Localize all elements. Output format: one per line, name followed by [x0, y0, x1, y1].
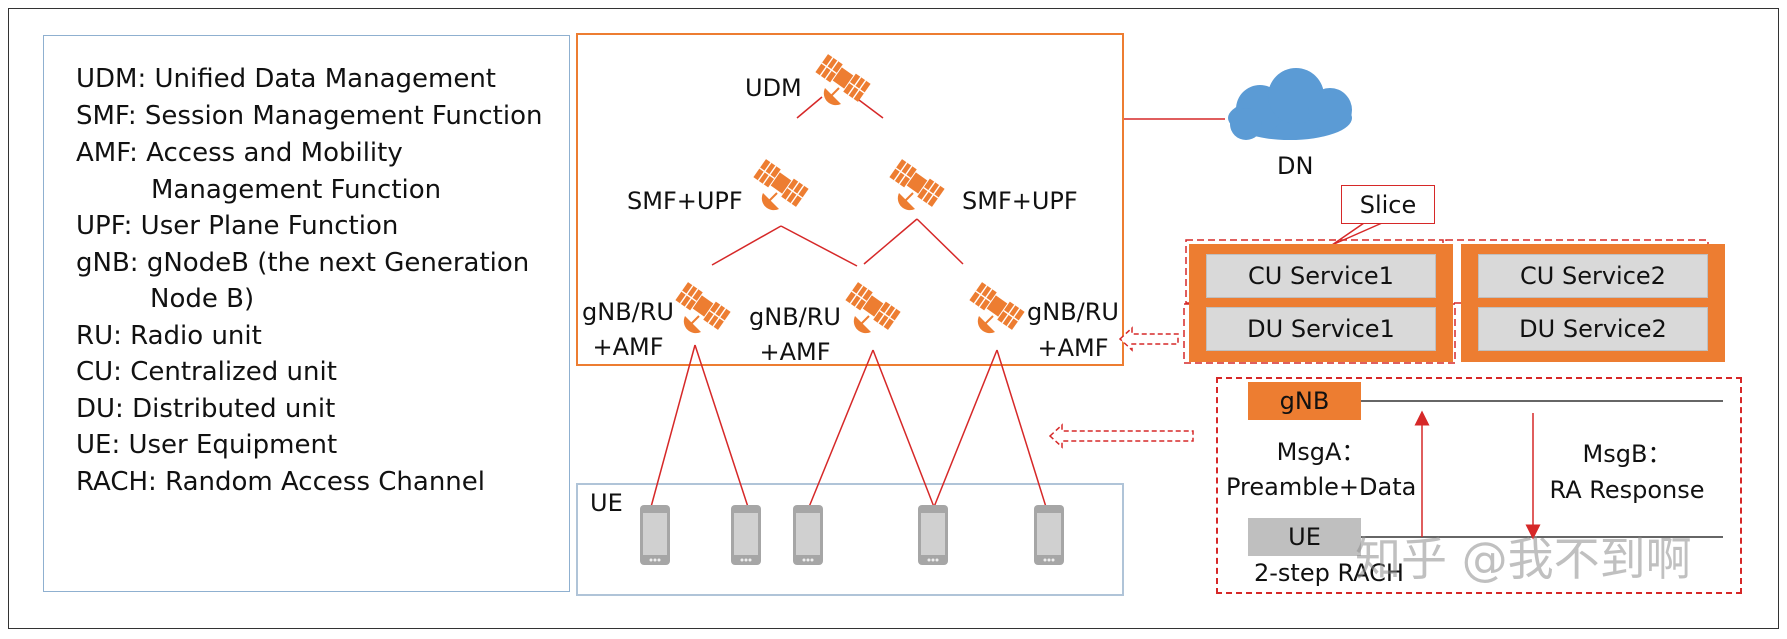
legend-item-rach: RACH: Random Access Channel — [76, 467, 485, 497]
legend-item-gnb: gNB: gNodeB (the next Generation — [76, 248, 530, 278]
du-service-1: DU Service1 — [1206, 307, 1436, 351]
legend-item-gnb-cont: Node B) — [150, 284, 255, 314]
node-label-udm: UDM — [745, 74, 802, 102]
cu-service-1: CU Service1 — [1206, 254, 1436, 298]
ue-box-label: UE — [590, 489, 623, 517]
legend-item-amf: AMF: Access and Mobility — [76, 138, 403, 168]
watermark: 知乎 @我不到啊 — [1355, 532, 1692, 586]
legend-item-ue: UE: User Equipment — [76, 430, 338, 460]
legend-item-ru: RU: Radio unit — [76, 321, 262, 351]
rach-panel — [1216, 377, 1742, 594]
cloud-icon — [1228, 68, 1352, 140]
satellite-network-box — [576, 33, 1124, 366]
node-label-gnb-right-1: gNB/RU — [1027, 298, 1119, 326]
legend-item-cu: CU: Centralized unit — [76, 357, 337, 387]
du-service-2: DU Service2 — [1478, 307, 1708, 351]
node-label-gnb-right-2: +AMF — [1037, 334, 1109, 362]
cu-service-2: CU Service2 — [1478, 254, 1708, 298]
msga-detail: Preamble+Data — [1226, 473, 1417, 501]
node-label-gnb-left-1: gNB/RU — [582, 298, 674, 326]
rach-caption: 2-step RACH — [1254, 559, 1404, 587]
legend-item-udm: UDM: Unified Data Management — [76, 64, 496, 94]
node-label-smf-left: SMF+UPF — [627, 187, 743, 215]
node-label-gnb-mid-2: +AMF — [759, 338, 831, 366]
node-label-gnb-left-2: +AMF — [592, 333, 664, 361]
legend-item-du: DU: Distributed unit — [76, 394, 336, 424]
ue-group-box — [576, 483, 1124, 596]
legend-panel: UDM: Unified Data Management SMF: Sessio… — [43, 35, 570, 592]
msga-label: MsgA： — [1276, 438, 1366, 466]
rach-gnb-tag: gNB — [1248, 382, 1361, 420]
legend-item-upf: UPF: User Plane Function — [76, 211, 399, 241]
node-label-smf-right: SMF+UPF — [962, 187, 1078, 215]
dn-label: DN — [1277, 152, 1314, 180]
legend-item-amf-cont: Management Function — [151, 175, 442, 205]
node-label-gnb-mid-1: gNB/RU — [749, 303, 841, 331]
figure-frame — [8, 8, 1779, 629]
service-block-1: CU Service1 DU Service1 — [1189, 244, 1453, 362]
msgb-detail: RA Response — [1549, 476, 1705, 504]
legend-item-smf: SMF: Session Management Function — [76, 101, 543, 131]
msgb-label: MsgB： — [1582, 440, 1672, 468]
slice-callout: Slice — [1341, 185, 1435, 224]
service-block-2: CU Service2 DU Service2 — [1461, 244, 1725, 362]
rach-ue-tag: UE — [1248, 518, 1361, 556]
